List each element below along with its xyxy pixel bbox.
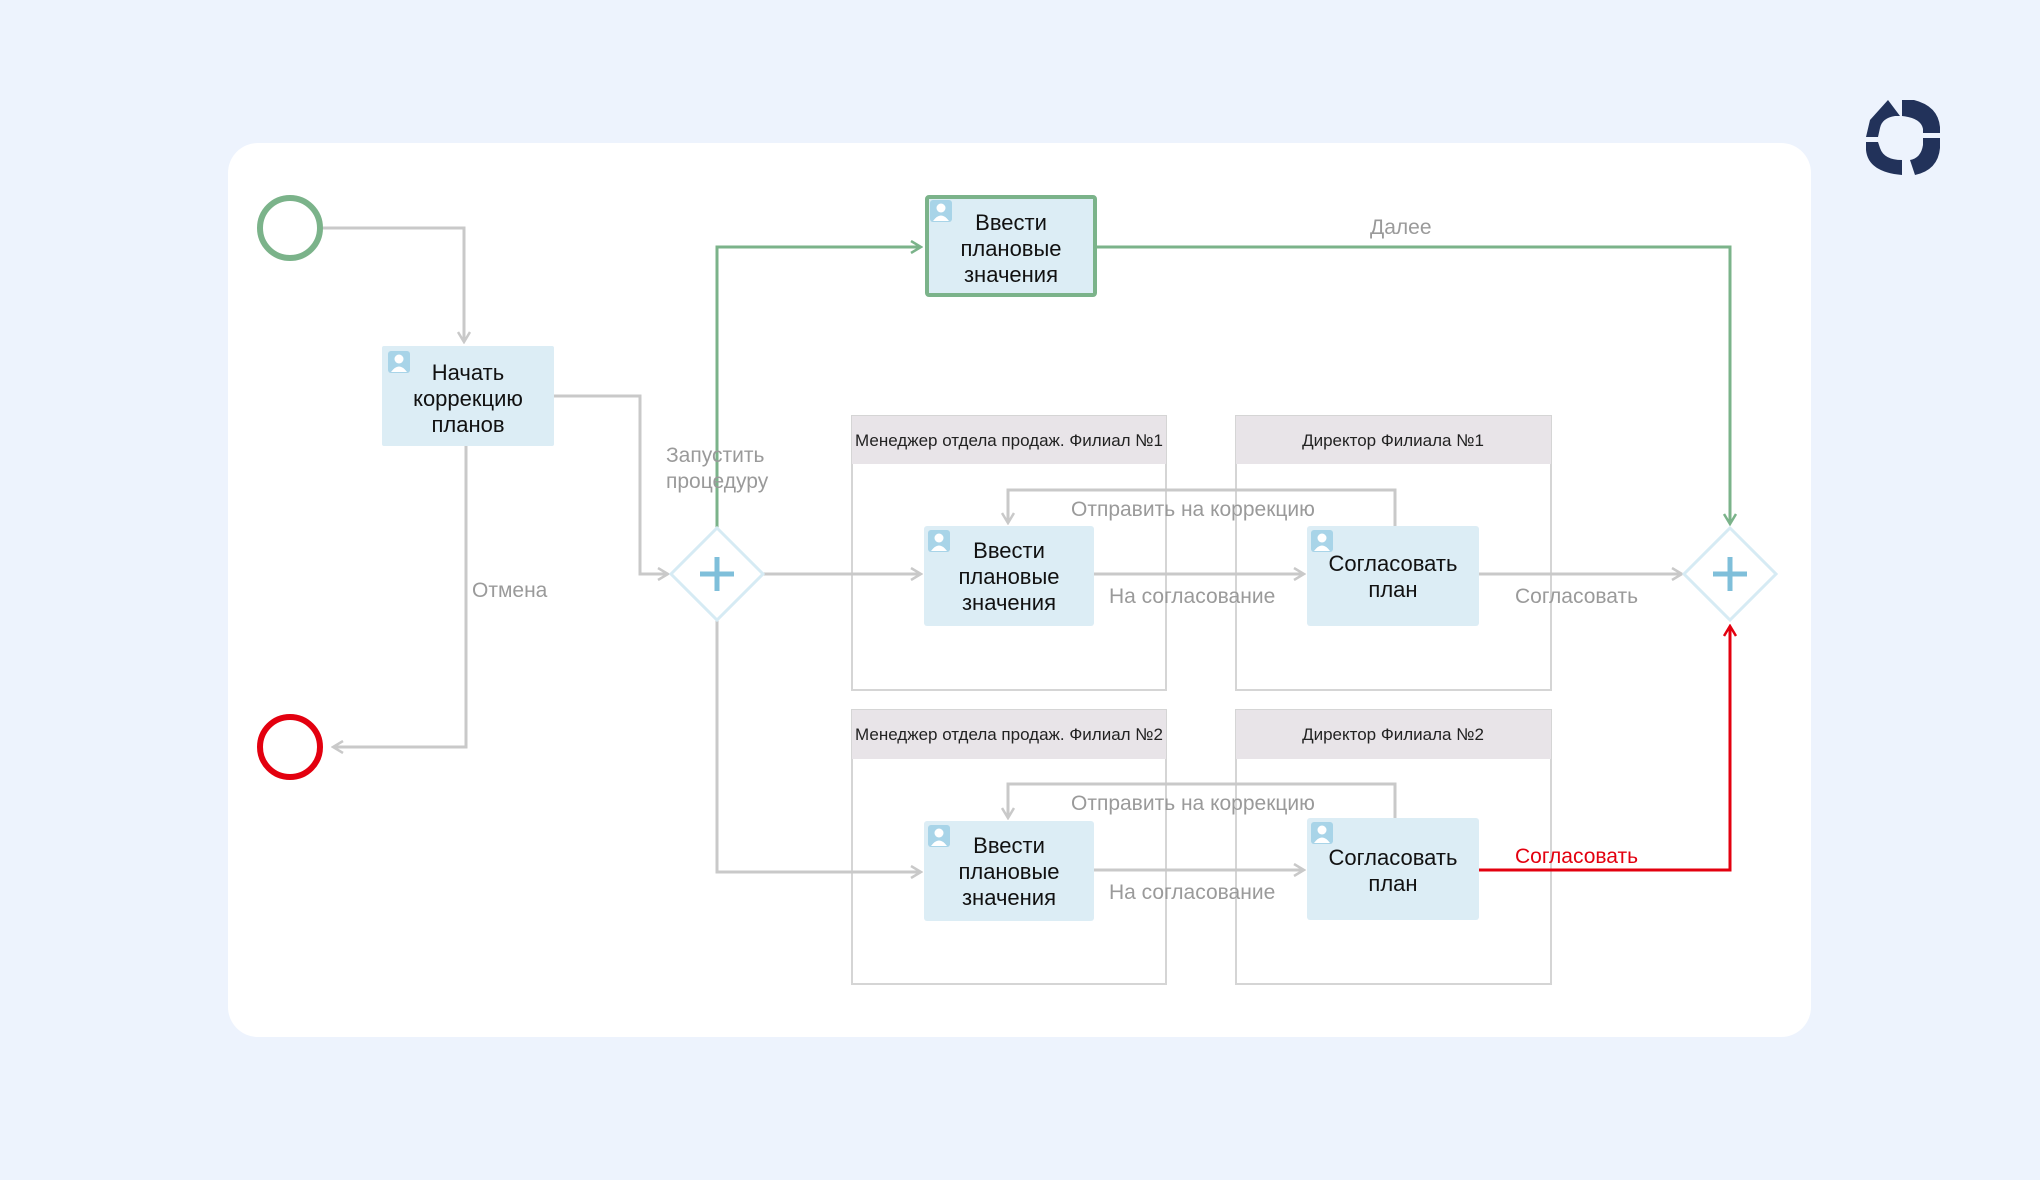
label-cancel: Отмена <box>472 579 548 602</box>
label-approve-1: Согласовать <box>1515 585 1638 608</box>
label-send-correction-1: Отправить на коррекцию <box>1071 498 1315 521</box>
flow-next[interactable] <box>1095 245 1730 524</box>
flow-gateway-to-branch-2[interactable] <box>715 620 921 872</box>
user-icon <box>930 200 952 222</box>
label-to-approval-1: На согласование <box>1109 585 1275 608</box>
user-icon <box>928 825 950 847</box>
flow-task-to-gateway[interactable] <box>554 394 668 574</box>
start-event[interactable] <box>257 195 323 261</box>
flow-start-to-task[interactable] <box>323 226 464 342</box>
lane-title: Менеджер отдела продаж. Филиал №1 <box>855 431 1163 450</box>
parallel-gateway-join[interactable] <box>1681 525 1779 623</box>
flow-send-correction-1[interactable] <box>1008 488 1397 526</box>
logo-icon <box>1866 100 1940 175</box>
label-next: Далее <box>1370 216 1432 239</box>
user-icon <box>928 530 950 552</box>
parallel-gateway-split[interactable] <box>668 525 766 623</box>
flow-approve-2[interactable] <box>1479 626 1730 872</box>
label-to-approval-2: На согласование <box>1109 881 1275 904</box>
user-icon <box>1311 530 1333 552</box>
end-event[interactable] <box>257 714 323 780</box>
flow-cancel[interactable] <box>333 446 468 747</box>
flow-send-correction-2[interactable] <box>1008 782 1397 818</box>
lane-title: Директор Филиала №2 <box>1302 725 1484 744</box>
lane-title: Директор Филиала №1 <box>1302 431 1484 450</box>
plus-icon <box>1713 557 1747 591</box>
user-icon <box>388 351 410 373</box>
flow-launch[interactable] <box>715 247 921 528</box>
user-icon <box>1311 822 1333 844</box>
label-send-correction-2: Отправить на коррекцию <box>1071 792 1315 815</box>
plus-icon <box>700 557 734 591</box>
lane-title: Менеджер отдела продаж. Филиал №2 <box>855 725 1163 744</box>
label-approve-2: Согласовать <box>1515 845 1638 868</box>
